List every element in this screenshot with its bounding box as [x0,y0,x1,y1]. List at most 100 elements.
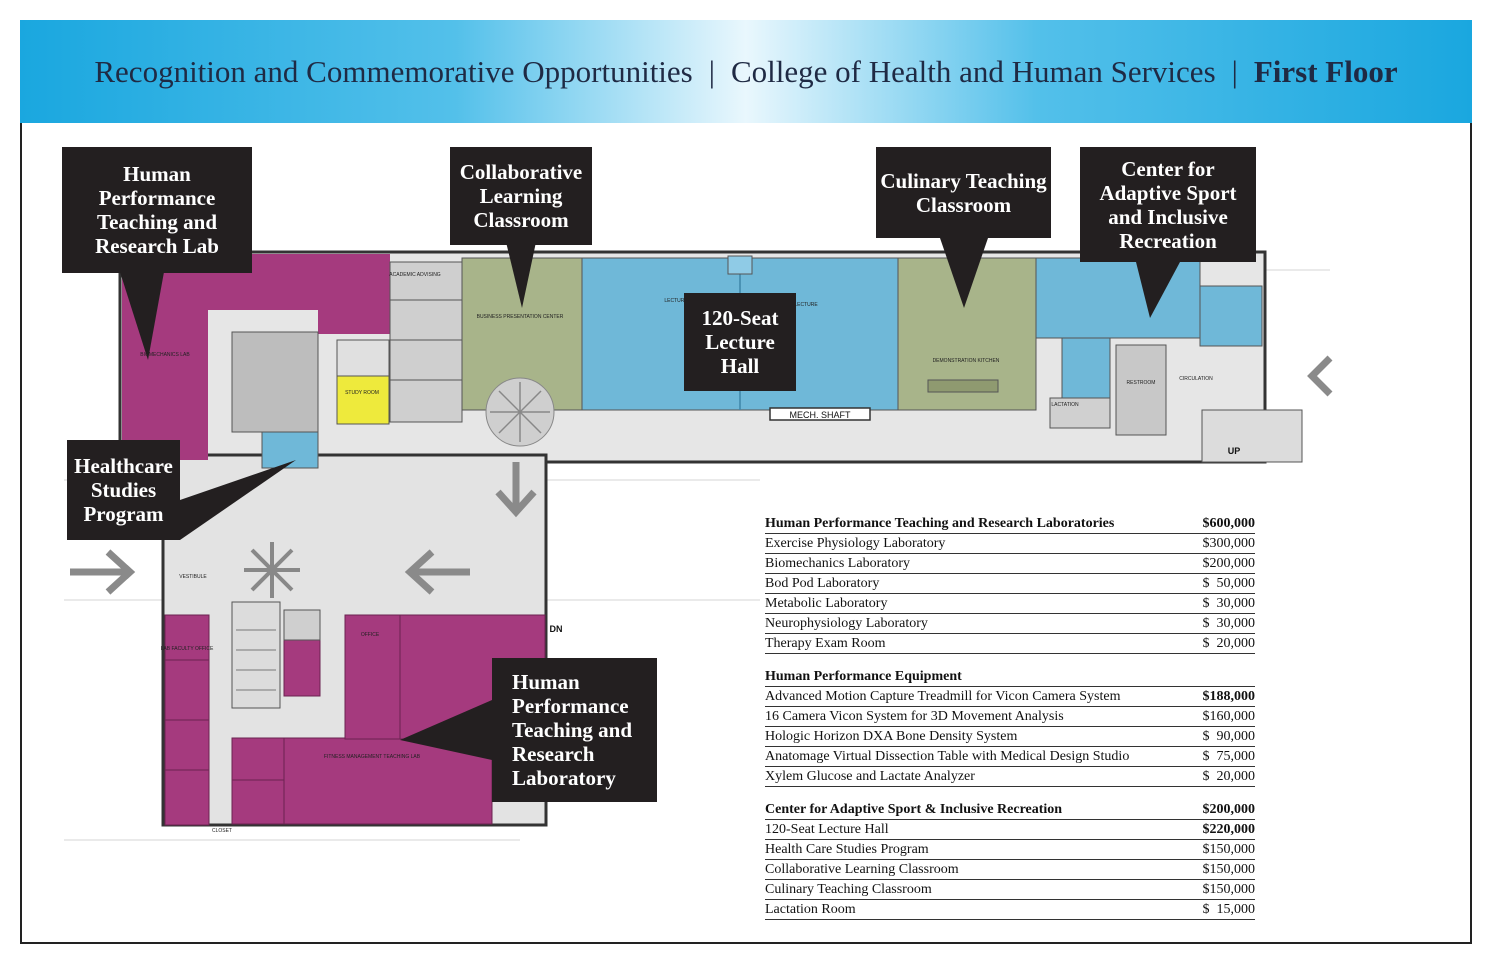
cost-amount: $200,000 [1202,802,1256,817]
up-label: UP [1228,446,1241,456]
stair-1 [231,601,281,709]
cost-row: Lactation Room $ 15,000 [765,900,1255,920]
cost-amount: $ 20,000 [1202,636,1256,651]
cost-row: Health Care Studies Program $150,000 [765,840,1255,860]
label-circulation: CIRCULATION [1179,376,1213,382]
cost-amount: $ 15,000 [1202,902,1256,917]
title-part-3: First Floor [1253,53,1398,89]
cost-label: Center for Adaptive Sport & Inclusive Re… [765,802,1063,817]
study-room-yellow [336,375,390,425]
cost-amount: $150,000 [1202,862,1256,877]
mech-shaft-label: MECH. SHAFT [789,410,851,420]
cost-label: Human Performance Teaching and Research … [765,516,1115,531]
cost-section: Human Performance Teaching and Research … [765,514,1255,654]
cost-amount: $ 50,000 [1202,576,1256,591]
cost-section: Center for Adaptive Sport & Inclusive Re… [765,800,1255,920]
restroom-block-right [1115,344,1167,436]
cost-amount: $ 30,000 [1202,596,1256,611]
title-divider-2: | [1231,53,1238,89]
cost-table: Human Performance Teaching and Research … [765,514,1255,933]
callout-collaborative: Collaborative Learning Classroom [450,147,592,245]
cost-amount: $200,000 [1202,556,1256,571]
cost-amount: $160,000 [1202,709,1256,724]
cost-label: Metabolic Laboratory [765,596,888,611]
cost-row: Xylem Glucose and Lactate Analyzer $ 20,0… [765,767,1255,787]
cost-section-heading: Human Performance Equipment [765,667,1255,687]
cost-row: Anatomage Virtual Dissection Table with … [765,747,1255,767]
label-demonstration-kitchen: DEMONSTRATION KITCHEN [933,358,1000,364]
gaming-room-area [1199,285,1263,347]
cost-section-heading: Center for Adaptive Sport & Inclusive Re… [765,800,1255,820]
label-lecture-a: LECTURE [664,298,688,304]
rec-therapy-office [1061,337,1111,399]
cost-row: Bod Pod Laboratory $ 50,000 [765,574,1255,594]
cost-label: Hologic Horizon DXA Bone Density System [765,729,1018,744]
cost-row: Metabolic Laboratory $ 30,000 [765,594,1255,614]
cost-row: Hologic Horizon DXA Bone Density System $… [765,727,1255,747]
callout-healthcare: Healthcare Studies Program [67,440,180,540]
cost-label: Culinary Teaching Classroom [765,882,932,897]
label-academic-advising: ACADEMIC ADVISING [389,272,441,278]
lab-faculty-office-a [231,737,285,825]
cost-amount: $188,000 [1202,689,1256,704]
label-lab-faculty-office: LAB FACULTY OFFICE [161,646,214,652]
cost-label: Neurophysiology Laboratory [765,616,928,631]
title-divider-1: | [708,53,715,89]
cost-amount: $ 75,000 [1202,749,1256,764]
fan-feature-lower [244,542,300,598]
label-fitness-management: FITNESS MANAGEMENT TEACHING LAB [324,754,421,760]
cost-row: Advanced Motion Capture Treadmill for Vi… [765,687,1255,707]
mech-shaft [769,407,871,421]
label-biomechanics: BIOMECHANICS LAB [140,352,190,358]
cost-label: Lactation Room [765,902,856,917]
cost-amount: $600,000 [1202,516,1256,531]
cost-row: 16 Camera Vicon System for 3D Movement A… [765,707,1255,727]
cost-row: Collaborative Learning Classroom $150,000 [765,860,1255,880]
header-banner: Recognition and Commemorative Opportunit… [20,20,1472,123]
elevator-1 [283,609,321,641]
label-closet: CLOSET [212,828,232,834]
label-office: OFFICE [361,632,380,638]
callout-pointers [120,238,1180,760]
iep-room [336,339,390,377]
label-study-room: STUDY ROOM [345,390,379,396]
cost-label: Anatomage Virtual Dissection Table with … [765,749,1130,764]
cost-label: Bod Pod Laboratory [765,576,880,591]
cost-label: Advanced Motion Capture Treadmill for Vi… [765,689,1121,704]
label-business-center: BUSINESS PRESENTATION CENTER [477,314,564,320]
cost-label: Xylem Glucose and Lactate Analyzer [765,769,975,784]
cost-label: 16 Camera Vicon System for 3D Movement A… [765,709,1064,724]
changing-room [283,639,321,697]
cost-amount: $ 90,000 [1202,729,1256,744]
cost-section-heading: Human Performance Teaching and Research … [765,514,1255,534]
lactation-room [1049,397,1111,429]
cost-label: Exercise Physiology Laboratory [765,536,946,551]
cost-label: 120-Seat Lecture Hall [765,822,889,837]
cost-amount: $220,000 [1202,822,1256,837]
kitchen-counter [927,379,999,393]
fan-feature-upper [485,377,555,447]
cost-row: Neurophysiology Laboratory $ 30,000 [765,614,1255,634]
cost-row: Exercise Physiology Laboratory $300,000 [765,534,1255,554]
cost-label: Collaborative Learning Classroom [765,862,959,877]
neurophysiology-lab-area [318,254,390,334]
cost-amount: $150,000 [1202,842,1256,857]
callout-lecture-hall: 120-Seat Lecture Hall [684,293,796,391]
cost-amount: $300,000 [1202,536,1256,551]
cost-amount: $ 30,000 [1202,616,1256,631]
label-vestibule: VESTIBULE [179,574,207,580]
cost-row: Therapy Exam Room$ 20,000 [765,634,1255,654]
study-room-blue [261,431,319,469]
cost-row: Biomechanics Laboratory$200,000 [765,554,1255,574]
label-lactation: LACTATION [1051,402,1079,408]
stair-2 [1201,409,1303,463]
callout-hp-lab-top: Human Performance Teaching and Research … [62,147,252,273]
cost-amount: $ 20,000 [1202,769,1256,784]
cost-row: 120-Seat Lecture Hall $220,000 [765,820,1255,840]
cost-label: Human Performance Equipment [765,669,962,684]
cost-row: Culinary Teaching Classroom$150,000 [765,880,1255,900]
restroom-core [231,331,319,433]
cost-label: Health Care Studies Program [765,842,929,857]
